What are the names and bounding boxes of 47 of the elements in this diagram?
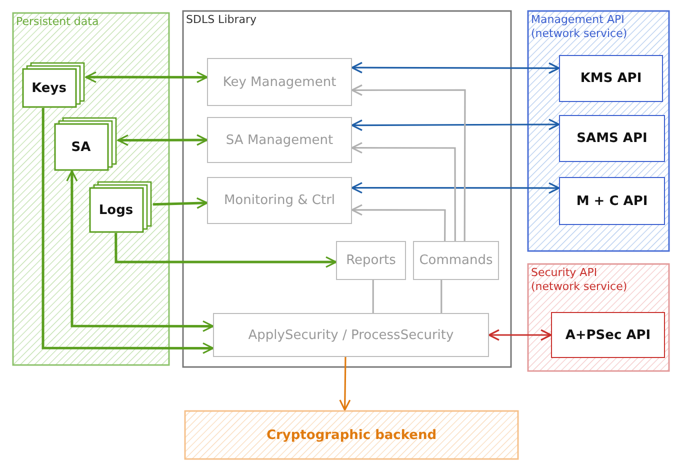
document-stack bbox=[22, 62, 86, 108]
api-box bbox=[559, 55, 663, 102]
box-label: SA Management bbox=[226, 132, 334, 148]
connector-arrow bbox=[339, 356, 351, 411]
group-title: Persistent data bbox=[16, 15, 99, 29]
box-label: A+PSec API bbox=[565, 328, 651, 342]
api-box bbox=[559, 115, 665, 162]
box-label: Commands bbox=[419, 253, 493, 268]
connector-arrow bbox=[85, 71, 208, 83]
box-label: Monitoring & Ctrl bbox=[224, 193, 336, 208]
group-title: SDLS Library bbox=[186, 13, 257, 27]
connector-arrow bbox=[117, 134, 208, 146]
connector-arrow bbox=[488, 329, 552, 341]
connector-arrow bbox=[351, 62, 560, 74]
api-box bbox=[559, 177, 665, 225]
box-label: Reports bbox=[346, 253, 396, 268]
module-box bbox=[413, 241, 499, 280]
box-label: ApplySecurity / ProcessSecurity bbox=[248, 328, 454, 342]
connector-arrow bbox=[66, 170, 214, 332]
backend-band bbox=[184, 410, 519, 460]
box-label: KMS API bbox=[580, 71, 642, 86]
module-box bbox=[336, 241, 406, 280]
box-label: Keys bbox=[32, 80, 66, 96]
group-title: Cryptographic backend bbox=[266, 428, 437, 442]
box-label: Logs bbox=[98, 202, 134, 218]
group-panel bbox=[182, 10, 512, 368]
group-panel bbox=[527, 10, 670, 252]
box-label: Key Management bbox=[222, 74, 336, 90]
box-label: SA bbox=[71, 140, 91, 154]
connector-arrow bbox=[351, 142, 456, 241]
document-stack bbox=[54, 117, 118, 171]
group-panel bbox=[12, 12, 170, 366]
api-box bbox=[551, 312, 665, 358]
module-box bbox=[213, 313, 489, 357]
module-box bbox=[207, 177, 352, 224]
document-stack bbox=[89, 181, 153, 233]
module-box bbox=[207, 117, 352, 163]
module-box bbox=[207, 58, 352, 106]
connector-arrow bbox=[351, 84, 466, 241]
connector-arrow bbox=[351, 204, 446, 241]
group-title: Security API (network service) bbox=[531, 266, 628, 294]
connector-arrow bbox=[351, 118, 560, 132]
box-label: M + C API bbox=[576, 194, 648, 208]
group-title: Management API (network service) bbox=[531, 13, 628, 41]
group-panel bbox=[527, 263, 670, 372]
box-label: SAMS API bbox=[576, 131, 648, 146]
connector-arrow bbox=[351, 182, 560, 194]
